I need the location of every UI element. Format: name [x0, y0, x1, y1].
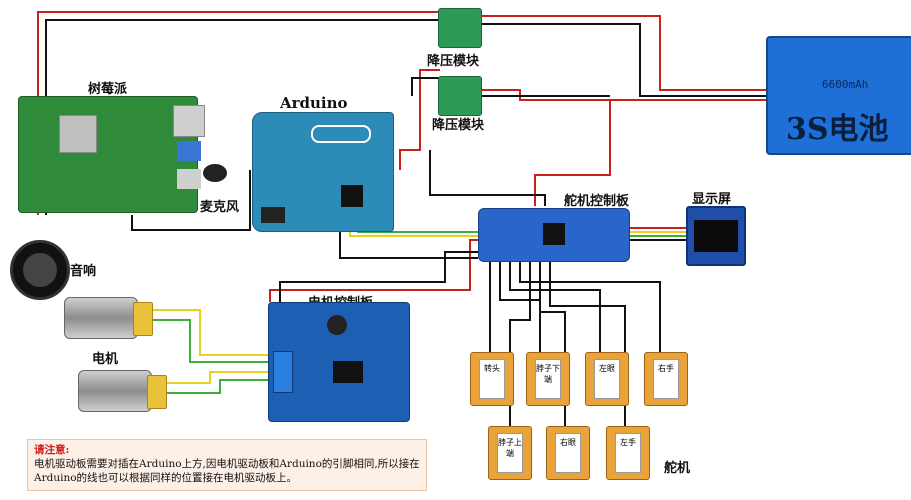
- servo-4-label: 右手: [653, 359, 679, 399]
- servo-7-label: 左手: [615, 433, 641, 473]
- notice-box: 请注意: 电机驱动板需要对插在Arduino上方,因电机驱动板和Arduino的…: [27, 439, 427, 491]
- buzzer: [327, 315, 347, 335]
- microphone-label: 麦克风: [200, 200, 240, 215]
- wire-yellow-sig: [349, 230, 478, 237]
- servo-label: 舵机: [664, 461, 691, 476]
- battery-capacity: 6600mAh: [822, 78, 869, 91]
- servo-5: 脖子上端: [488, 426, 532, 480]
- raspberry-pi-board: [18, 96, 205, 213]
- servo-2: 脖子下端: [526, 352, 570, 406]
- motor-2: [78, 370, 167, 412]
- servo-1: 转头: [470, 352, 514, 406]
- wire-black-buck2: [411, 77, 440, 96]
- servo-5-label: 脖子上端: [497, 433, 523, 473]
- wire-black-top2: [480, 23, 766, 97]
- buck-module-1-label: 降压模块: [427, 54, 480, 69]
- wire-red-buck2: [419, 69, 440, 90]
- ethernet-port: [173, 105, 205, 137]
- notice-body: 电机驱动板需要对插在Arduino上方,因电机驱动板和Arduino的引脚相同,…: [34, 458, 420, 484]
- wire-red-servo: [534, 100, 611, 206]
- speaker: [10, 240, 70, 300]
- wire-red-down: [399, 90, 421, 170]
- buck-module-2-label: 降压模块: [432, 118, 485, 133]
- servo-6: 右眼: [546, 426, 590, 480]
- servo-1-label: 转头: [479, 359, 505, 399]
- power-jack: [261, 207, 285, 223]
- display-label: 显示屏: [692, 192, 732, 207]
- motor-label: 电机: [92, 352, 119, 367]
- wire-servo-2: [499, 262, 541, 352]
- wire-motor2-green: [150, 379, 270, 394]
- wire-black-motor: [279, 251, 478, 302]
- usb-port-2: [177, 169, 201, 189]
- notice-title: 请注意:: [34, 444, 70, 456]
- wire-servo-4: [519, 262, 661, 352]
- speaker-label: 音响: [70, 264, 97, 279]
- servo-6-label: 右眼: [555, 433, 581, 473]
- wire-black-mid: [429, 150, 546, 206]
- servo-4: 右手: [644, 352, 688, 406]
- wire-black-ard: [339, 232, 478, 259]
- wire-red-top2: [480, 15, 766, 91]
- microphone: [203, 164, 227, 182]
- driver-chip: [333, 361, 363, 383]
- servo-7: 左手: [606, 426, 650, 480]
- wire-motor1-yellow: [138, 309, 270, 356]
- servo-2-label: 脖子下端: [535, 359, 561, 399]
- wire-red-motor: [269, 239, 478, 302]
- wire-motor2-yellow: [150, 371, 270, 384]
- mcu-chip: [341, 185, 363, 207]
- buck-module-1: [438, 8, 482, 48]
- usb-port: [177, 141, 201, 161]
- pwm-chip: [543, 223, 565, 245]
- servo-3: 左眼: [585, 352, 629, 406]
- buck-module-2: [438, 76, 482, 116]
- wire-servo-3: [509, 262, 601, 352]
- wire-black-rpi: [131, 170, 251, 231]
- motor-1: [64, 297, 153, 339]
- raspberry-pi-label: 树莓派: [88, 82, 128, 97]
- motor-controller-board: [268, 302, 410, 422]
- battery-name: 3S电池: [786, 112, 889, 147]
- cpu-chip: [59, 115, 97, 153]
- servo-3-label: 左眼: [594, 359, 620, 399]
- wire-motor1-green: [138, 319, 270, 363]
- oled-display: [686, 206, 746, 266]
- battery: 6600mAh 3S电池: [766, 36, 911, 155]
- servo-controller-label: 舵机控制板: [564, 194, 630, 209]
- arduino-logo: [311, 125, 371, 143]
- arduino-board: [252, 112, 394, 232]
- arduino-label: Arduino: [280, 94, 348, 112]
- terminal-block: [273, 351, 293, 393]
- servo-controller-board: [478, 208, 630, 262]
